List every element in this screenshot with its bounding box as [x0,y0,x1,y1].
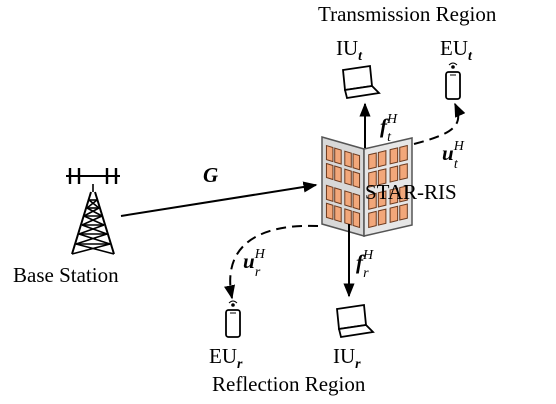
ris-element [377,150,387,168]
ris-element [325,162,334,181]
ris-element [389,165,399,183]
ris-element [334,165,342,183]
bs-to-ris-link [120,181,318,217]
ris-element [344,190,352,208]
iu-t-label: IUt [336,36,363,64]
ris-element [399,144,408,163]
ris-element [368,152,377,170]
ris-element [344,150,352,168]
phone-icon [225,300,241,338]
ris-element [399,163,408,181]
ris-element [399,185,408,203]
ris-element [389,187,399,205]
ris-element [368,170,377,188]
ris-element [377,168,387,186]
phone-icon [445,62,461,100]
transmission-region-label: Transmission Region [318,2,497,26]
ris-to-eu-t-link [413,102,466,145]
ris-element [334,205,342,223]
ris-element [368,192,377,210]
ris-element [399,203,408,221]
reflection-region-label: Reflection Region [212,372,366,396]
ris-element [352,153,361,171]
eu-r-label: EUr [209,344,243,372]
ris-to-eu-r-link [224,224,319,300]
ris-element [352,170,361,189]
ris-element [368,210,377,229]
laptop-icon [336,303,375,339]
ris-element [325,184,334,203]
ris-element [389,205,399,223]
channel-G-label: G [203,163,218,187]
ris-element [352,210,361,229]
ris-element [334,147,342,165]
iu-r-label: IUr [333,344,361,372]
ris-element [344,168,352,186]
ris-element [377,208,387,226]
ris-element [377,190,387,208]
star-ris-panel [321,136,413,237]
base-station-label: Base Station [13,263,119,287]
ris-element [325,144,334,163]
ris-element [389,147,399,165]
base-station-tower-icon [66,168,120,255]
ris-element [325,202,334,220]
ris-element [334,187,342,205]
ris-label: STAR-RIS [365,180,457,204]
ris-element [352,192,361,211]
eu-t-label: EUt [440,36,473,64]
ris-element [344,208,352,226]
laptop-icon [342,64,381,100]
